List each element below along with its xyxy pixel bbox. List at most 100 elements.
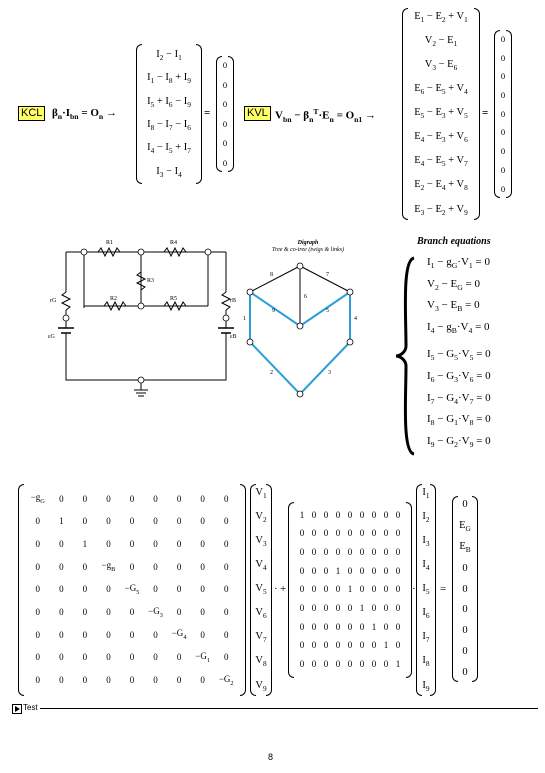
conductance-matrix-cell: 0 xyxy=(106,539,111,550)
kvl-zero-entry: 0 xyxy=(500,164,506,175)
current-matrix-cell: 0 xyxy=(299,621,305,632)
kcl-tag[interactable]: KCL xyxy=(18,106,46,121)
source-entry: 0 xyxy=(462,645,468,657)
kcl-zero-entry: 0 xyxy=(222,79,228,90)
conductance-matrix-cell: 0 xyxy=(129,561,135,572)
kcl-equals: = xyxy=(204,107,211,119)
digraph-edge-8: 8 xyxy=(270,272,273,278)
branch-equation: I9 − G2·V9 = 0 xyxy=(427,434,491,449)
branch-equation: I5 − G5·V5 = 0 xyxy=(427,348,491,363)
current-matrix-cell: 0 xyxy=(311,509,317,520)
conductance-matrix-cell: 0 xyxy=(59,539,64,550)
conductance-matrix-cell: 0 xyxy=(153,629,158,640)
branch-equation: I7 − G4·V7 = 0 xyxy=(427,391,491,406)
current-matrix-cell: 0 xyxy=(299,547,305,558)
digraph-edge-2: 2 xyxy=(270,370,273,376)
current-matrix-cell: 0 xyxy=(383,509,389,520)
kcl-zero-entry: 0 xyxy=(222,99,228,109)
current-matrix-cell: 0 xyxy=(395,603,401,614)
current-matrix-cell: 0 xyxy=(371,603,377,614)
current-matrix-cell: 1 xyxy=(335,565,341,576)
voltage-entry: V6 xyxy=(255,607,267,621)
branch-equation: V2 − EG = 0 xyxy=(427,277,481,292)
conductance-matrix-cell: 0 xyxy=(153,584,158,595)
current-matrix-cell: 0 xyxy=(347,659,353,670)
conductance-matrix-cell: 0 xyxy=(129,516,135,527)
current-matrix-cell: 0 xyxy=(299,640,305,651)
current-entry: I3 xyxy=(422,535,430,549)
conductance-matrix-cell: 0 xyxy=(176,675,182,686)
source-entry: 0 xyxy=(462,499,468,510)
voltage-entry: V3 xyxy=(255,535,267,549)
current-matrix-cell: 0 xyxy=(371,565,377,576)
digraph-title-block: Digraph Tree & co-tree (twigs & links) xyxy=(248,240,368,253)
kcl-zero-entry: 0 xyxy=(222,118,228,129)
conductance-matrix-cell: 0 xyxy=(35,675,41,686)
conductance-matrix-cell: 0 xyxy=(129,629,135,640)
kvl-vector-entry: E2 − E4 + V8 xyxy=(414,179,468,193)
conductance-matrix-cell: 0 xyxy=(176,493,182,504)
conductance-matrix-cell: 0 xyxy=(106,629,111,640)
kvl-zero-entry: 0 xyxy=(500,127,506,138)
current-matrix-cell: 0 xyxy=(335,584,341,595)
conductance-matrix-cell: −gG xyxy=(30,492,45,506)
current-matrix-cell: 1 xyxy=(383,640,389,651)
conductance-matrix-cell: 0 xyxy=(35,516,41,527)
voltage-entry: V7 xyxy=(255,631,267,645)
conductance-matrix-cell: 0 xyxy=(82,629,88,640)
voltage-entry: V9 xyxy=(255,679,267,693)
conductance-matrix-cell: 0 xyxy=(106,493,111,504)
system-equals: = xyxy=(440,583,447,595)
current-matrix-cell: 0 xyxy=(347,640,353,651)
conductance-matrix-cell: 0 xyxy=(200,516,205,527)
conductance-matrix-cell: 0 xyxy=(176,607,182,618)
current-matrix-cell: 0 xyxy=(383,603,389,614)
kcl-vector-entry: I2 − I1 xyxy=(156,49,182,63)
conductance-matrix-cell: 0 xyxy=(106,584,111,595)
current-matrix-cell: 0 xyxy=(299,584,305,595)
conductance-matrix-cell: 0 xyxy=(153,493,158,504)
region-label[interactable]: Test xyxy=(23,703,38,712)
source-entry: 0 xyxy=(462,562,468,574)
kvl-tag[interactable]: KVL xyxy=(244,106,271,121)
conductance-matrix-cell: 0 xyxy=(35,607,41,618)
conductance-matrix-cell: 0 xyxy=(59,561,64,572)
current-matrix-cell: 0 xyxy=(395,528,401,539)
current-matrix-cell: 0 xyxy=(383,659,389,670)
current-matrix-cell: 0 xyxy=(347,565,353,576)
current-matrix-cell: 0 xyxy=(311,547,317,558)
current-matrix-cell: 0 xyxy=(383,528,389,539)
region-toggle-arrow-icon[interactable] xyxy=(12,704,22,714)
conductance-matrix-cell: 0 xyxy=(35,629,41,640)
conductance-matrix-cell: 0 xyxy=(200,607,205,618)
conductance-matrix-cell: 0 xyxy=(82,493,88,504)
current-matrix-cell: 0 xyxy=(311,603,317,614)
page-number: 8 xyxy=(268,752,274,762)
current-matrix-cell: 0 xyxy=(383,584,389,595)
current-matrix-cell: 0 xyxy=(323,565,329,576)
conductance-matrix-cell: 0 xyxy=(153,561,158,572)
current-matrix-cell: 0 xyxy=(299,659,305,670)
conductance-matrix-cell: 0 xyxy=(223,493,229,504)
current-entry: I5 xyxy=(422,583,430,597)
conductance-matrix-cell: −G5 xyxy=(124,582,140,596)
digraph-edge-9: 9 xyxy=(272,308,275,314)
voltage-entry: V5 xyxy=(255,583,267,597)
kvl-zero-entry: 0 xyxy=(500,146,506,157)
conductance-matrix-cell: 0 xyxy=(153,539,158,550)
conductance-matrix-cell: 0 xyxy=(106,675,111,686)
current-matrix-cell: 0 xyxy=(395,565,401,576)
kvl-zero-entry: 0 xyxy=(500,34,506,44)
current-matrix-cell: 1 xyxy=(395,659,401,670)
conductance-matrix-cell: 0 xyxy=(223,629,229,640)
source-entry: 0 xyxy=(462,666,468,678)
kvl-vector-entry: E1 − E2 + V1 xyxy=(414,11,468,25)
current-matrix-cell: 1 xyxy=(347,584,353,595)
conductance-matrix-cell: 0 xyxy=(82,652,88,663)
current-matrix-cell: 0 xyxy=(371,547,377,558)
source-entry: 0 xyxy=(462,583,468,595)
